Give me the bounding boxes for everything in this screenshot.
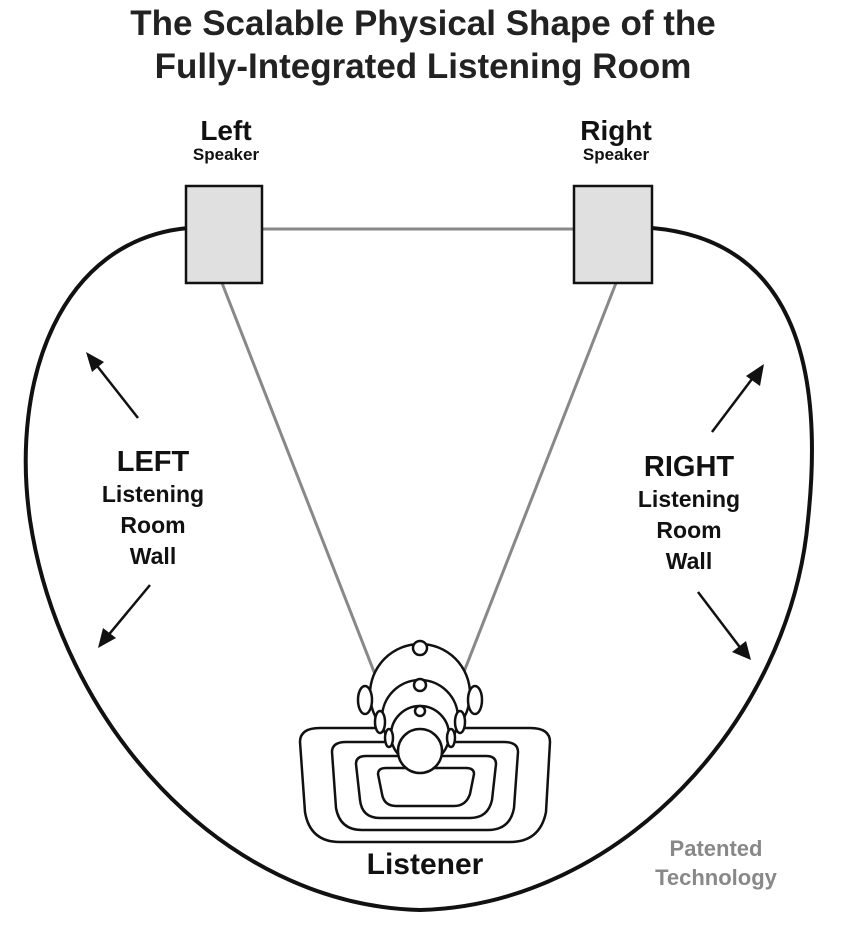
left-speaker-box [184,184,264,285]
patent-line1: Patented [669,836,763,861]
title-line-2: Fully-Integrated Listening Room [154,47,692,86]
listener-label: Listener [366,848,484,881]
right-wall-line2: Room [656,517,722,543]
right-speaker-box [572,184,654,285]
right-wall-label: RIGHT Listening Room Wall [614,450,764,577]
left-wall-arrow-up [86,352,139,419]
left-wall-label: LEFT Listening Room Wall [78,445,228,572]
left-wall-side: LEFT [116,446,190,478]
left-speaker-type: Speaker [192,145,260,164]
right-wall-arrow-down [697,591,751,660]
right-speaker-type: Speaker [582,145,650,164]
left-wall-line3: Wall [129,543,177,569]
left-speaker-to-listener-line [220,282,380,683]
right-wall-line3: Wall [665,548,713,574]
right-wall-line1: Listening [637,486,741,512]
listener-seat-rings [298,726,552,844]
left-wall-arrow-down [98,584,151,648]
left-speaker-label: Left Speaker [176,116,276,164]
right-wall-side: RIGHT [643,451,735,483]
patent-note: Patented Technology [636,834,796,892]
right-speaker-label: Right Speaker [566,116,666,164]
title-line-1: The Scalable Physical Shape of the [130,4,716,43]
right-wall-arrow-up [711,364,764,433]
diagram-title: The Scalable Physical Shape of the Fully… [0,2,846,88]
left-wall-line2: Room [120,512,186,538]
left-wall-line1: Listening [101,481,205,507]
right-speaker-to-listener-line [458,282,618,683]
patent-line2: Technology [655,865,777,890]
right-speaker-name: Right [580,115,652,146]
room-wall-outline [23,226,814,913]
listener-heads [356,639,484,775]
left-speaker-name: Left [200,115,252,146]
